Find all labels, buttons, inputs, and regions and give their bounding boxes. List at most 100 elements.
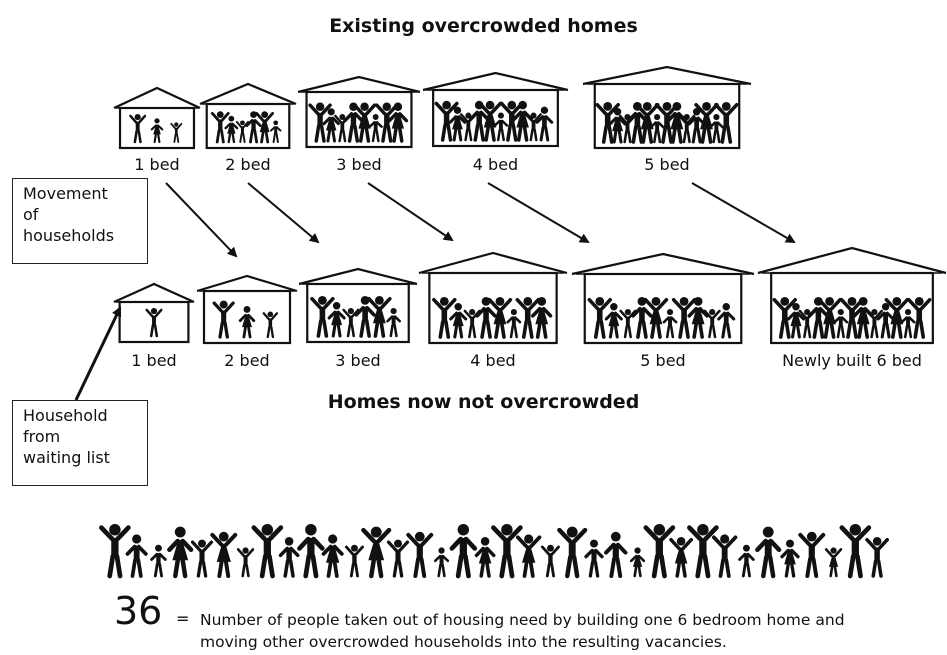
bottom-row-house-1: 1 bed xyxy=(113,282,195,370)
waiting-list-arrow xyxy=(74,306,122,401)
person-figure xyxy=(662,309,678,339)
person-figure xyxy=(278,537,300,578)
bottom-row-house-3: 3 bed xyxy=(298,267,418,370)
person-figure xyxy=(478,100,503,142)
person-figure xyxy=(99,524,131,579)
person-figure xyxy=(780,539,800,578)
person-figure xyxy=(703,309,721,339)
person-figure xyxy=(368,114,383,143)
person-figure xyxy=(210,111,230,144)
person-figure xyxy=(449,303,468,339)
bottom-row-house-2: 2 bed xyxy=(196,274,298,370)
person-figure xyxy=(210,531,238,578)
person-figure xyxy=(629,547,646,578)
person-figure xyxy=(865,309,883,339)
house-label: 3 bed xyxy=(336,155,381,174)
person-figure xyxy=(687,297,709,339)
person-figure xyxy=(150,118,164,144)
person-figure xyxy=(449,524,478,579)
person-figure xyxy=(212,300,235,339)
person-figure xyxy=(487,297,513,339)
person-figure xyxy=(474,537,496,578)
person-figure xyxy=(342,308,360,338)
note-line: Household xyxy=(23,406,108,425)
person-figure xyxy=(540,544,560,578)
person-figure xyxy=(251,524,284,579)
person-figure xyxy=(772,297,797,339)
person-figure xyxy=(595,102,620,144)
person-figure xyxy=(434,100,459,142)
person-figure xyxy=(525,112,542,142)
person-figure xyxy=(170,122,183,143)
house-label: 1 bed xyxy=(134,155,179,174)
note-household-from-waiting-list: Household from waiting list xyxy=(12,400,148,486)
person-figure xyxy=(604,531,628,578)
house-label: 1 bed xyxy=(131,351,176,370)
person-figure xyxy=(876,303,895,339)
person-figure xyxy=(604,303,623,339)
person-figure xyxy=(717,303,736,339)
person-figure xyxy=(535,106,554,142)
person-figure xyxy=(666,102,688,144)
person-figure xyxy=(321,534,344,578)
person-figure xyxy=(491,524,523,579)
person-figure xyxy=(255,111,275,144)
movement-arrow-4 xyxy=(487,182,590,244)
person-figure xyxy=(786,303,805,339)
top-row-house-2: 2 bed xyxy=(199,82,297,174)
person-figure xyxy=(669,537,694,578)
person-figure xyxy=(344,544,364,578)
person-figure xyxy=(506,309,522,339)
person-figure xyxy=(262,311,279,339)
person-figure xyxy=(608,108,627,144)
person-figure xyxy=(557,526,588,579)
summary-line-1: Number of people taken out of housing ne… xyxy=(200,611,845,629)
house-label: 5 bed xyxy=(640,351,685,370)
person-figure xyxy=(671,297,697,339)
person-figure xyxy=(687,524,719,579)
movement-arrow-3 xyxy=(367,182,454,242)
person-figure xyxy=(129,114,147,144)
person-figure xyxy=(433,547,450,578)
person-figure xyxy=(386,539,410,578)
person-figure xyxy=(643,297,669,339)
person-figure xyxy=(167,526,194,579)
house-label: 4 bed xyxy=(470,351,515,370)
house-label: 3 bed xyxy=(335,351,380,370)
person-figure xyxy=(738,544,755,578)
person-figure xyxy=(619,309,637,339)
person-figure xyxy=(817,297,842,339)
person-figure xyxy=(649,114,665,144)
movement-arrow-2 xyxy=(247,182,320,244)
top-row-house-4: 4 bed xyxy=(422,71,569,174)
person-figure xyxy=(839,524,872,579)
person-figure xyxy=(297,524,325,579)
house-label: 2 bed xyxy=(224,351,269,370)
person-figure xyxy=(387,102,409,143)
person-figure xyxy=(711,534,738,578)
person-figure xyxy=(270,120,282,143)
house-label: Newly built 6 bed xyxy=(782,351,922,370)
person-figure xyxy=(839,297,865,339)
movement-arrow-1 xyxy=(165,182,238,258)
person-figure xyxy=(755,526,782,579)
person-figure xyxy=(708,114,724,144)
note-line: of xyxy=(23,205,39,224)
person-figure xyxy=(515,534,542,578)
person-figure xyxy=(635,102,660,144)
person-figure xyxy=(308,102,332,143)
person-figure xyxy=(238,306,256,339)
note-movement-of-households: Movement of households xyxy=(12,178,148,264)
bottom-row-house-6: Newly built 6 bed xyxy=(757,246,947,370)
crowd-36-people xyxy=(99,524,890,579)
person-figure xyxy=(448,106,467,142)
person-figure xyxy=(322,108,340,143)
note-line: households xyxy=(23,226,115,245)
summary-text: Number of people taken out of housing ne… xyxy=(200,609,940,653)
person-figure xyxy=(587,297,612,339)
person-figure xyxy=(584,539,604,578)
top-row-house-5: 5 bed xyxy=(582,65,752,174)
person-figure xyxy=(235,120,250,143)
person-figure xyxy=(833,309,849,339)
bottom-row-house-5: 5 bed xyxy=(571,252,755,370)
